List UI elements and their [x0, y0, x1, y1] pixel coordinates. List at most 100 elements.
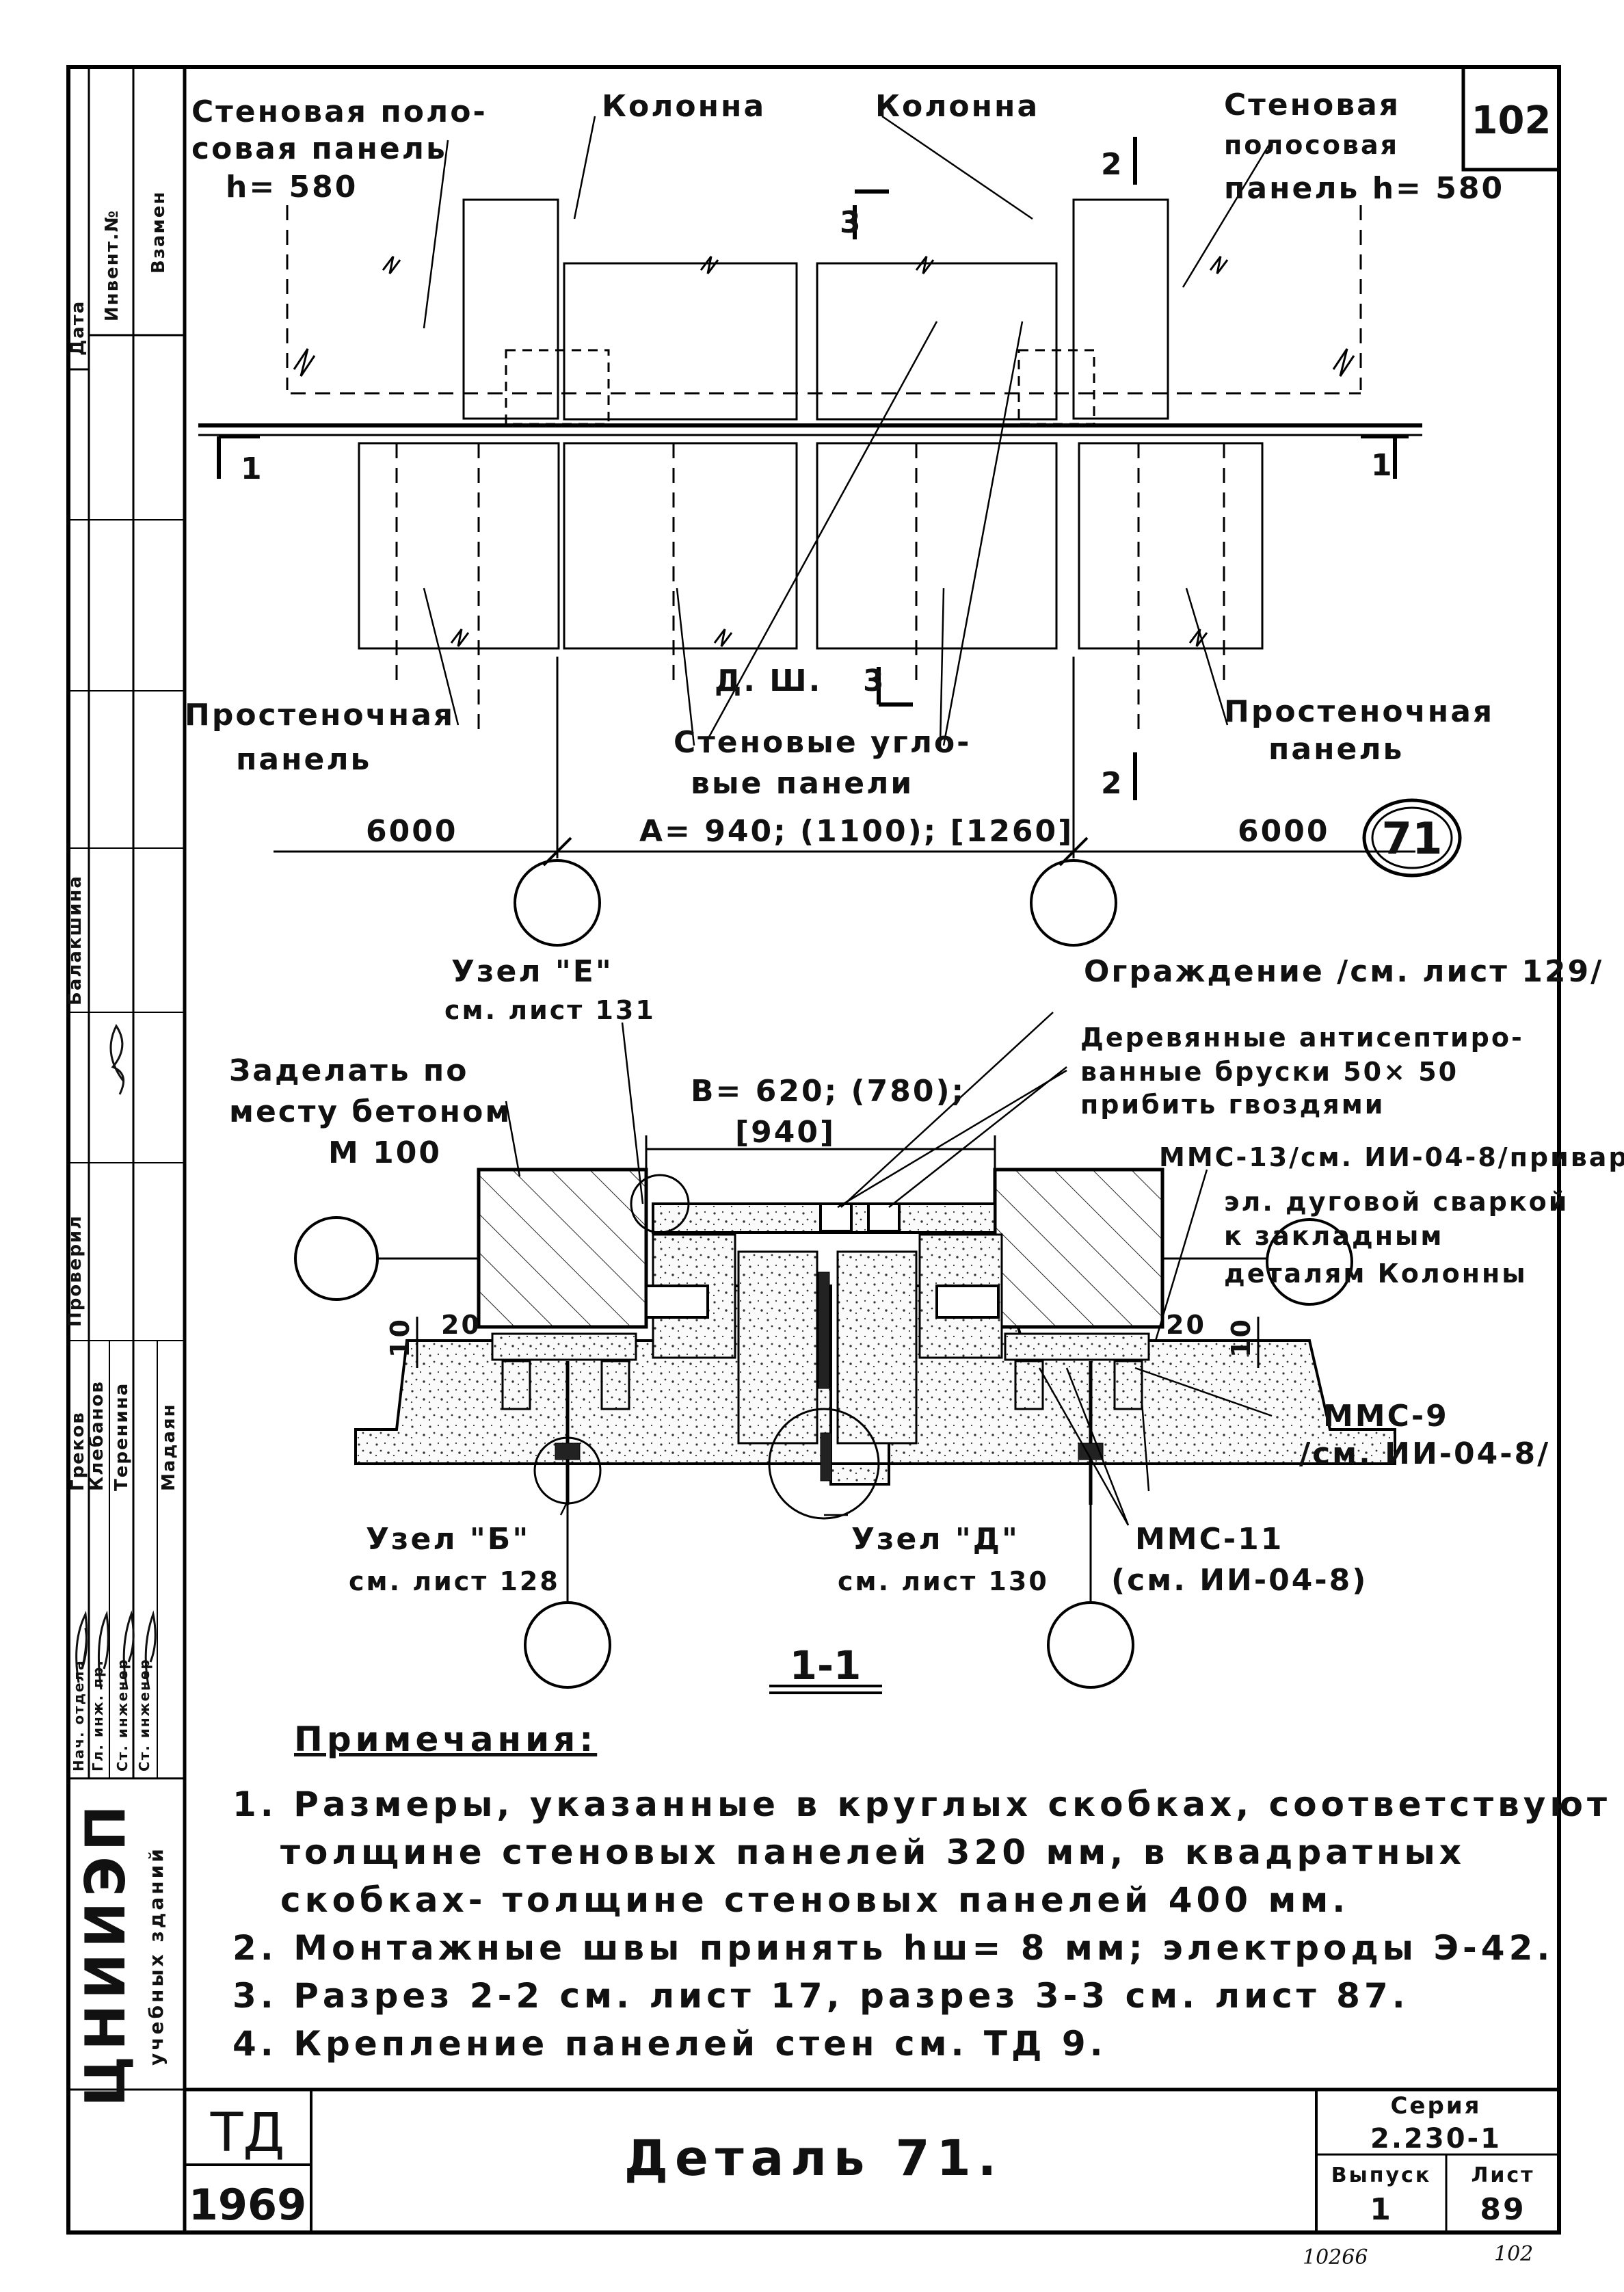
- fill-concrete-1: Заделать по: [229, 1053, 469, 1088]
- title-block-text: ТД 1969 Деталь 71. Серия 2.230-1 Выпуск …: [189, 2092, 1534, 2269]
- stamp-sheet-value: 89: [1480, 2192, 1526, 2227]
- note-line-6: 4. Крепление панелей стен см. ТД 9.: [232, 2024, 1107, 2064]
- label-mmc13-3: к закладным: [1224, 1221, 1443, 1251]
- stamp-td: ТД: [210, 2103, 285, 2164]
- stamp-issue-label: Выпуск: [1331, 2163, 1431, 2187]
- note-line-5: 3. Разрез 2-2 см. лист 17, разрез 3-3 см…: [232, 1976, 1409, 2016]
- node-e-1: Узел "Е": [451, 954, 613, 989]
- fill-concrete-2: месту бетоном: [229, 1094, 511, 1129]
- sheet-frame: [66, 65, 1561, 2235]
- stamp-issue-value: 1: [1370, 2192, 1393, 2227]
- label-mmc9-1: ММС-9: [1323, 1399, 1449, 1434]
- axis-bubble-left: [514, 859, 601, 947]
- side-strip: Дата Инвент.№ Взамен Балакшина Проверил …: [65, 67, 185, 2107]
- dim-mid: A= 940; (1100); [1260]: [639, 814, 1074, 849]
- side-name-1: Греков: [68, 1411, 88, 1491]
- label-right-strip-2: полосовая: [1224, 130, 1399, 160]
- notes: Примечания: 1. Размеры, указанные в круг…: [232, 1720, 1611, 2064]
- side-replaces: Взамен: [148, 191, 169, 274]
- detail-mark: 71: [1362, 798, 1462, 878]
- stamp-bottom-left: 10266: [1303, 2245, 1368, 2269]
- signature-2: [97, 1610, 109, 1690]
- node-d-2: см. лист 130: [838, 1566, 1049, 1596]
- node-b-1: Узел "Б": [366, 1522, 530, 1557]
- note-line-1: 1. Размеры, указанные в круглых скобках,…: [232, 1784, 1611, 1824]
- stamp-sheet-label: Лист: [1471, 2163, 1534, 2187]
- section-3-bottom: 3: [863, 663, 886, 698]
- label-wood-bars-2: ванные бруски 50× 50: [1080, 1057, 1459, 1087]
- label-left-strip-3: h= 580: [226, 170, 358, 205]
- stamp-series-label: Серия: [1390, 2092, 1481, 2120]
- note-line-2: толщине стеновых панелей 320 мм, в квадр…: [280, 1832, 1465, 1872]
- node-circle-e: [630, 1174, 690, 1234]
- notes-heading: Примечания:: [294, 1720, 597, 1759]
- label-mmc11-2: (см. ИИ-04-8): [1111, 1563, 1368, 1598]
- axis-bubble-right-2: [1266, 1218, 1353, 1306]
- label-mmc11-1: ММС-11: [1135, 1522, 1283, 1557]
- org-subtitle: учебных зданий: [145, 1846, 168, 2066]
- label-right-strip-1: Стеновая: [1224, 88, 1400, 122]
- node-b-2: см. лист 128: [349, 1566, 560, 1596]
- label-wood-bars-1: Деревянные антисептиро-: [1080, 1023, 1524, 1053]
- sheet-number-box: 102: [1461, 65, 1561, 172]
- side-inventory-no: Инвент.№: [102, 209, 122, 321]
- label-left-pier-2: панель: [236, 742, 371, 777]
- label-right-strip-3: панель h= 580: [1224, 171, 1504, 206]
- node-circle-b: [533, 1436, 602, 1505]
- axis-bubble-left-3: [524, 1601, 611, 1689]
- axis-bubble-left-2: [294, 1216, 379, 1301]
- side-role-3: Ст. инженер: [114, 1658, 131, 1771]
- side-date: Дата: [68, 300, 88, 356]
- label-mmc13-1: ММС-13/см. ИИ-04-8/приварить: [1159, 1142, 1624, 1172]
- section-1-right: 1: [1371, 448, 1394, 483]
- axis-bubble-right-3: [1047, 1601, 1134, 1689]
- label-column-right: Колонна: [875, 89, 1039, 124]
- label-left-pier-1: Простеночная: [185, 698, 455, 733]
- stamp-bottom-right: 102: [1494, 2242, 1533, 2266]
- dim-20-left: 20: [441, 1310, 481, 1340]
- title-block: [185, 2087, 1559, 2232]
- side-name-4: Мадаян: [159, 1403, 179, 1491]
- stamp-series-value: 2.230-1: [1370, 2123, 1502, 2155]
- label-left-strip-2: совая панель: [191, 131, 447, 166]
- label-right-pier-2: панель: [1268, 732, 1404, 767]
- label-right-pier-1: Простеночная: [1224, 694, 1494, 729]
- section-2-top: 2: [1101, 147, 1124, 182]
- dim-10-left: 10: [385, 1317, 415, 1358]
- node-circle-d: [768, 1408, 880, 1520]
- section-title: 1-1: [790, 1642, 862, 1689]
- note-line-4: 2. Монтажные швы принять hш= 8 мм; элект…: [232, 1928, 1554, 1968]
- stamp-title: Деталь 71.: [624, 2129, 1003, 2187]
- side-name-2: Клебанов: [87, 1380, 107, 1491]
- dim-b-1: B= 620; (780);: [691, 1074, 966, 1109]
- section-view: [294, 1012, 1396, 1694]
- signature-1: [75, 1610, 88, 1683]
- label-fence: Ограждение /см. лист 129/: [1084, 954, 1603, 989]
- signature-4: [144, 1610, 157, 1690]
- side-name-3: Теренина: [111, 1382, 132, 1491]
- signature-top: [109, 1024, 125, 1095]
- dim-10-right: 10: [1226, 1317, 1256, 1358]
- label-mmc9-2: /см. ИИ-04-8/: [1299, 1436, 1550, 1471]
- plan-labels: Стеновая поло- совая панель h= 580 Колон…: [185, 88, 1504, 849]
- section-2-bottom: 2: [1101, 766, 1124, 801]
- fill-concrete-3: М 100: [328, 1135, 442, 1170]
- label-corner-panels-1: Стеновые угло-: [674, 725, 971, 760]
- section-3-top: 3: [840, 205, 863, 240]
- label-column-left: Колонна: [602, 89, 766, 124]
- label-mmc13-2: эл. дуговой сваркой: [1224, 1187, 1569, 1217]
- sheet-number: 102: [1472, 98, 1552, 143]
- note-line-3: скобках- толщине стеновых панелей 400 мм…: [280, 1880, 1349, 1920]
- label-wood-bars-3: прибить гвоздями: [1080, 1090, 1385, 1120]
- node-e-2: см. лист 131: [444, 995, 656, 1025]
- detail-mark-number: 71: [1381, 814, 1442, 865]
- side-checked: Проверил: [65, 1215, 85, 1327]
- node-d-1: Узел "Д": [851, 1522, 1020, 1557]
- org-name: ЦНИИЭП: [74, 1800, 137, 2107]
- side-name-top: Балакшина: [65, 875, 85, 1005]
- section-1-left: 1: [241, 451, 264, 486]
- label-mmc13-4: деталям Колонны: [1224, 1259, 1528, 1289]
- side-role-2: Гл. инж. пр.: [90, 1659, 106, 1771]
- section-labels: Узел "Е" см. лист 131 Заделать по месту …: [229, 954, 1624, 1689]
